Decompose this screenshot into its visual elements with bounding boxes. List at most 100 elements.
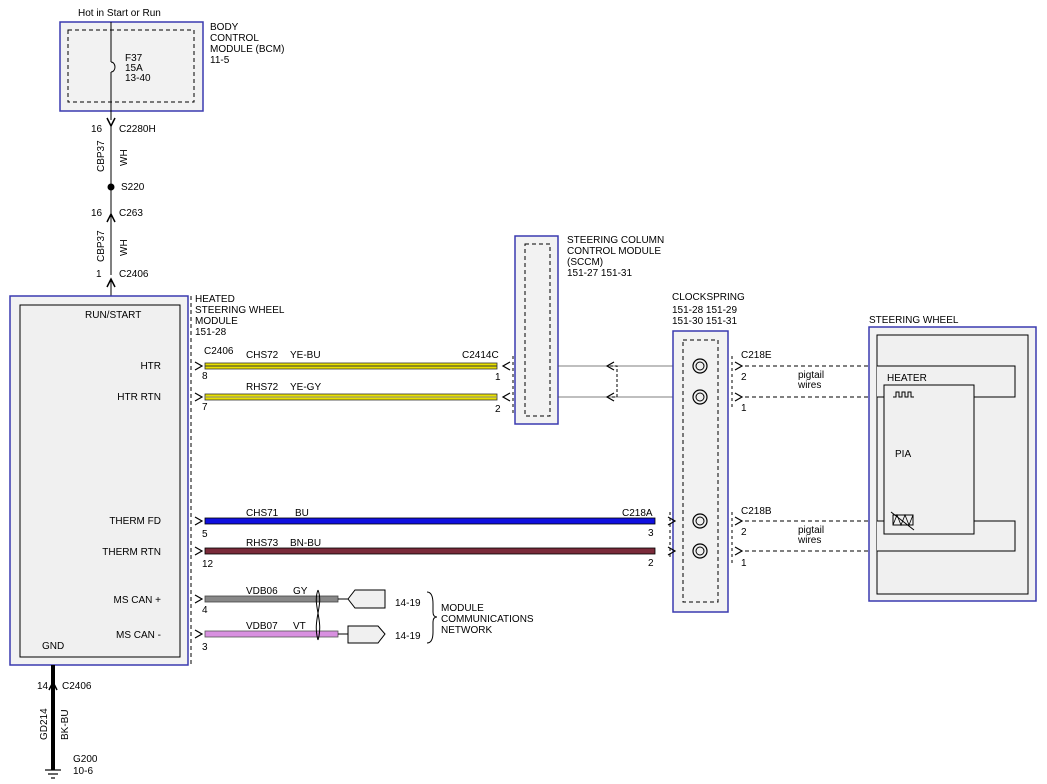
inline-arrow-1-icon — [605, 361, 615, 371]
bcm-box — [59, 21, 204, 112]
cs-b-pin-1: 1 — [741, 558, 747, 569]
pigtail-wires — [745, 365, 877, 552]
coil-2-inner-icon — [695, 392, 705, 402]
coil-2-icon — [692, 389, 708, 405]
sccm-title-3: (SCCM) — [567, 257, 603, 268]
wire-htr — [204, 362, 498, 370]
cs-right-arrows — [734, 361, 744, 556]
network-brace-icon — [426, 591, 438, 644]
color-a: WH — [119, 149, 130, 166]
sccm-title-2: CONTROL MODULE — [567, 246, 661, 257]
ground-ref: 10-6 — [73, 766, 93, 777]
conn-c263: C263 — [119, 208, 143, 219]
hsw-title-2: STEERING WHEEL — [195, 305, 285, 316]
color-ye-gy: YE-GY — [290, 382, 321, 393]
ground-color: BK-BU — [60, 709, 71, 740]
cs-conn-a: C218A — [622, 508, 653, 519]
circuit-vdb07: VDB07 — [246, 621, 278, 632]
color-bn-bu: BN-BU — [290, 538, 321, 549]
cs-b-pin-2: 2 — [741, 527, 747, 538]
hsw-title-1: HEATED — [195, 294, 235, 305]
pin-label-ms-can-plus: MS CAN + — [113, 595, 161, 606]
ground-name: G200 — [73, 754, 98, 765]
coil-1-inner-icon — [695, 361, 705, 371]
pin-num-3: 3 — [202, 642, 208, 653]
hsw-title-3: MODULE — [195, 316, 238, 327]
bcm-ref: 11-5 — [210, 55, 230, 66]
pigtail-e-label-2: wires — [797, 380, 821, 391]
sccm-conn: C2414C — [462, 350, 499, 361]
inline-arrow-2-icon — [605, 392, 615, 402]
c218a-arrow-2-icon — [667, 546, 677, 556]
circuit-a: CBP37 — [96, 140, 107, 172]
module-pin-arrows — [194, 361, 204, 639]
cs-pin-3: 3 — [648, 528, 654, 539]
pigtail-b-label-2: wires — [797, 535, 821, 546]
clockspring-inner-dash — [682, 339, 719, 603]
arrow-therm-rtn-icon — [194, 546, 204, 556]
arrow-therm-fd-icon — [194, 516, 204, 526]
network-ref-a: 14-19 — [395, 598, 421, 609]
fuse-rating: 15A — [125, 63, 143, 74]
sccm-pin-1: 1 — [495, 372, 501, 383]
cs-conn-b: C218B — [741, 506, 772, 517]
circuit-b: CBP37 — [96, 230, 107, 262]
ground-conn: C2406 — [62, 681, 92, 692]
cs-pin-2: 2 — [648, 558, 654, 569]
conn-c2406-top: C2406 — [119, 269, 149, 280]
c218b-arrow-1-icon — [734, 516, 744, 526]
pin-label-therm-fd: THERM FD — [109, 516, 161, 527]
run-start-label: RUN/START — [85, 310, 141, 321]
cs-e-pin-1: 1 — [741, 403, 747, 414]
bcm-inner-dash — [67, 29, 195, 103]
heater-element-icon — [893, 391, 914, 398]
bcm-title-2: CONTROL — [210, 33, 259, 44]
c218e-arrow-1-icon — [734, 361, 744, 371]
cs-e-pin-2: 2 — [741, 372, 747, 383]
circuit-vdb06: VDB06 — [246, 586, 278, 597]
splice-label: S220 — [121, 182, 145, 193]
supply-label: Hot in Start or Run — [78, 8, 161, 19]
hsw-ref: 151-28 — [195, 327, 227, 338]
wire-therm-fd — [204, 517, 656, 525]
fuse-icon — [110, 61, 116, 73]
coil-1-icon — [692, 358, 708, 374]
wire-htr-rtn — [204, 393, 498, 401]
clockspring-box — [672, 330, 729, 613]
ground-connector-icon — [48, 680, 58, 691]
network-line-3: NETWORK — [441, 625, 492, 636]
ground-circuit: GD214 — [39, 708, 50, 740]
fuse-ref: 13-40 — [125, 73, 151, 84]
sccm-arrow-2-icon — [501, 392, 511, 402]
c263-connector-icon — [106, 212, 116, 223]
gnd-label: GND — [42, 641, 64, 652]
pin-16b: 16 — [91, 208, 103, 219]
cs-conn-e: C218E — [741, 350, 772, 361]
circuit-rhs73: RHS73 — [246, 538, 279, 549]
pin-num-8: 8 — [202, 371, 208, 382]
network-connector-plus-icon — [347, 589, 386, 609]
sw-title: STEERING WHEEL — [869, 315, 959, 326]
color-ye-bu: YE-BU — [290, 350, 321, 361]
pin-label-htr: HTR — [140, 361, 161, 372]
ground-pin: 14 — [37, 681, 49, 692]
ground-symbol-icon — [45, 769, 61, 779]
arrow-htr-rtn-icon — [194, 392, 204, 402]
circuit-chs72: CHS72 — [246, 350, 279, 361]
c218a-arrow-1-icon — [667, 516, 677, 526]
color-vt: VT — [293, 621, 306, 632]
sccm-pin-2: 2 — [495, 404, 501, 415]
hsw-module-inner — [19, 304, 181, 658]
c218b-arrow-2-icon — [734, 546, 744, 556]
pin-1: 1 — [96, 269, 102, 280]
sccm-refs: 151-27 151-31 — [567, 268, 632, 279]
pigtail-b-label-1: pigtail — [798, 525, 824, 536]
conn-c2280h: C2280H — [119, 124, 156, 135]
coil-4-icon — [692, 543, 708, 559]
network-connector-minus-icon — [347, 625, 386, 644]
fuse-name: F37 — [125, 53, 143, 64]
pin-label-htr-rtn: HTR RTN — [117, 392, 161, 403]
clockspring-coils — [692, 358, 708, 559]
pin-label-ms-can-minus: MS CAN - — [116, 630, 161, 641]
